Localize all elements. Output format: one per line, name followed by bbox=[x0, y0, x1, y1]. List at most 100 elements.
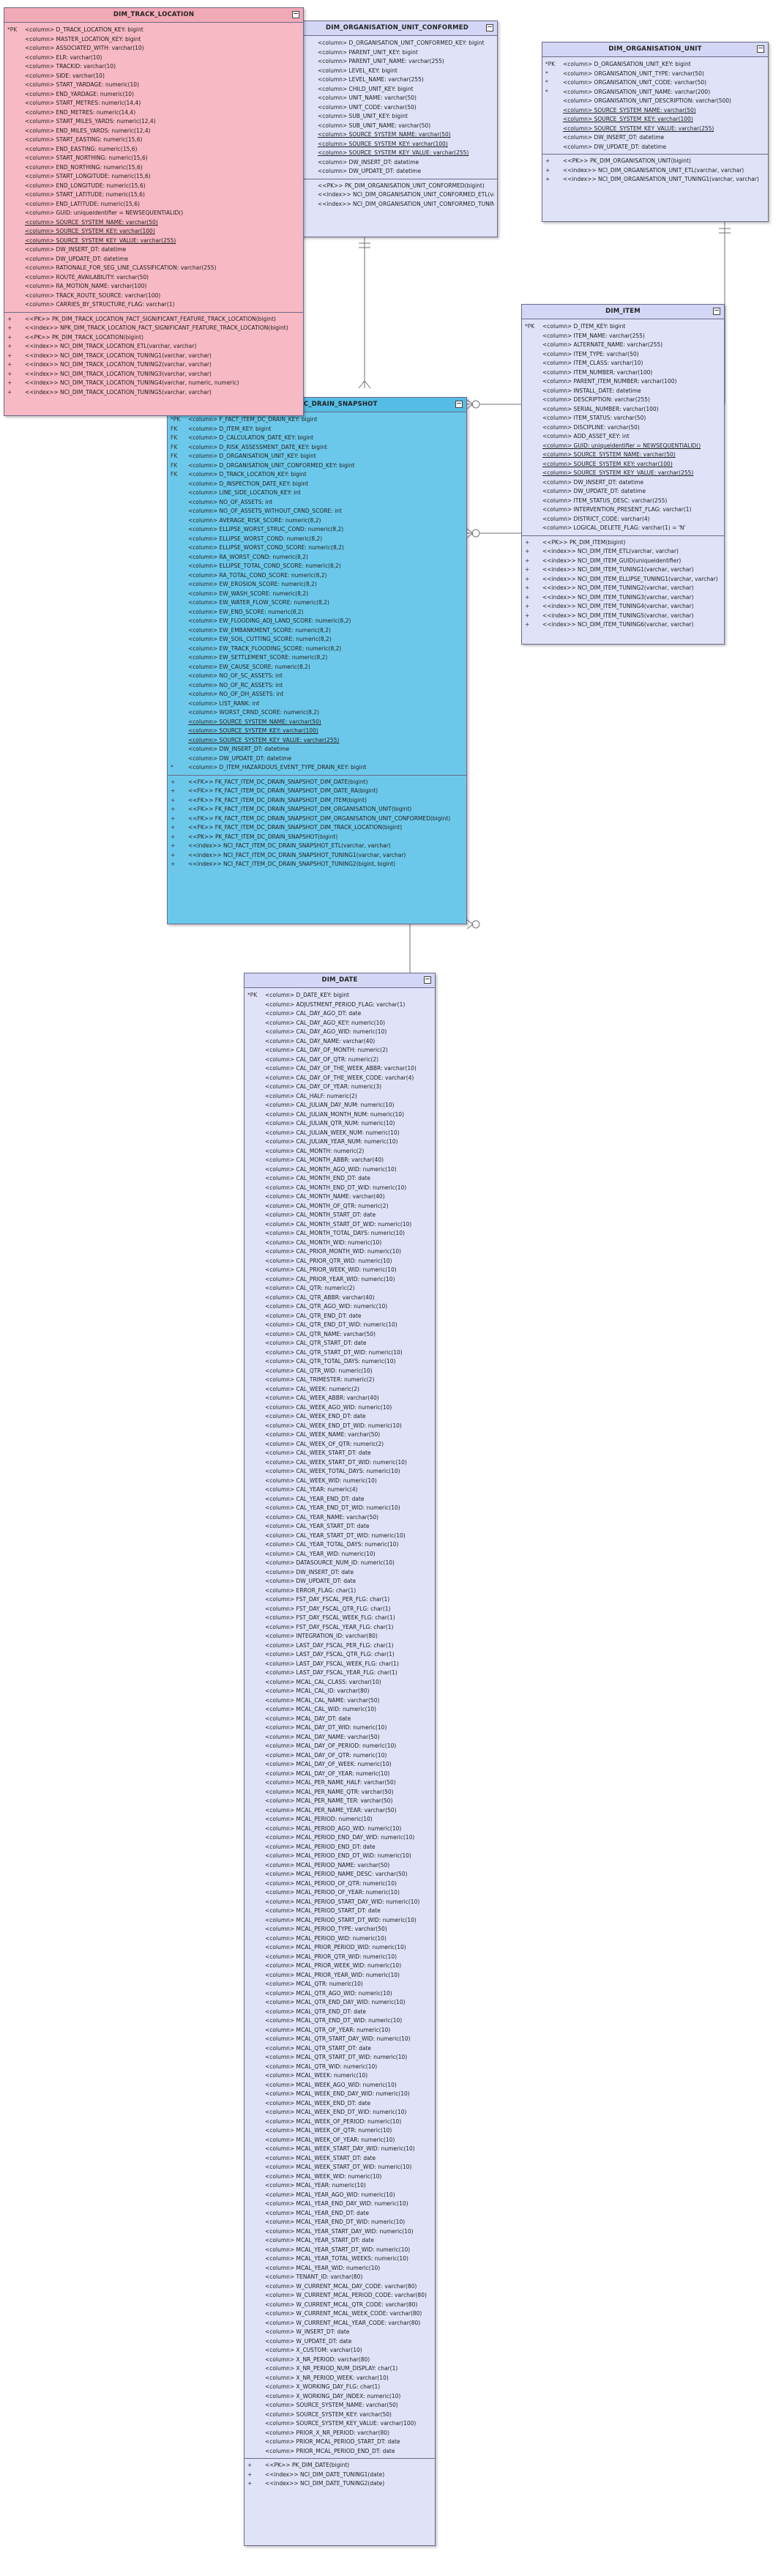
column-row[interactable]: <column> ELLIPSE_WORST_COND_SCORE: numer… bbox=[171, 543, 463, 553]
column-row[interactable]: <column> SOURCE_SYSTEM_NAME: varchar(50) bbox=[545, 106, 765, 116]
column-row[interactable]: <column> MCAL_PER_NAME_YEAR: varchar(50) bbox=[247, 1806, 432, 1816]
column-row[interactable]: <column> END_NORTHING: numeric(15,6) bbox=[7, 163, 300, 173]
column-row[interactable]: <column> CAL_WEEK_END_DT: date bbox=[247, 1412, 432, 1422]
column-row[interactable]: <column> DW_UPDATE_DT: datetime bbox=[300, 167, 494, 177]
column-row[interactable]: <column> CAL_HALF: numeric(2) bbox=[247, 1092, 432, 1102]
column-row[interactable]: <column> W_CURRENT_MCAL_DAY_CODE: varcha… bbox=[247, 2282, 432, 2292]
column-row[interactable]: <column> MCAL_WEEK_START_DT_WID: numeric… bbox=[247, 2163, 432, 2172]
column-row[interactable]: <column> MCAL_WEEK_END_DAY_WID: numeric(… bbox=[247, 2090, 432, 2099]
column-row[interactable]: <column> MCAL_WEEK_OF_PERIOD: numeric(10… bbox=[247, 2117, 432, 2127]
index-row[interactable]: +<<PK>> PK_DIM_TRACK_LOCATION(bigint) bbox=[7, 333, 300, 343]
column-row[interactable]: <column> MCAL_QTR: numeric(10) bbox=[247, 1980, 432, 1989]
column-row[interactable]: FK<column> D_ITEM_KEY: bigint bbox=[171, 425, 463, 434]
column-row[interactable]: <column> ROUTE_AVAILABILITY: varchar(50) bbox=[7, 273, 300, 283]
column-row[interactable]: <column> DISCIPLINE: varchar(50) bbox=[525, 423, 721, 433]
column-row[interactable]: <column> DW_INSERT_DT: datetime bbox=[171, 745, 463, 754]
column-row[interactable]: <column> TENANT_ID: varchar(80) bbox=[247, 2273, 432, 2282]
column-row[interactable]: <column> MCAL_PERIOD_NAME_DESC: varchar(… bbox=[247, 1870, 432, 1879]
column-row[interactable]: <column> CAL_YEAR_WID: numeric(10) bbox=[247, 1550, 432, 1559]
column-row[interactable]: <column> CAL_WEEK_ABBR: varchar(40) bbox=[247, 1394, 432, 1403]
column-row[interactable]: <column> MCAL_PERIOD_WID: numeric(10) bbox=[247, 1934, 432, 1944]
column-row[interactable]: <column> SUB_UNIT_NAME: varchar(50) bbox=[300, 122, 494, 131]
column-row[interactable]: <column> MCAL_PER_NAME_TER: varchar(50) bbox=[247, 1797, 432, 1806]
index-row[interactable]: +<<FK>> FK_FACT_ITEM_DC_DRAIN_SNAPSHOT_D… bbox=[171, 823, 463, 833]
column-row[interactable]: <column> MCAL_QTR_END_DAY_WID: numeric(1… bbox=[247, 1998, 432, 2008]
column-row[interactable]: <column> CAL_JULIAN_DAY_NUM: numeric(10) bbox=[247, 1101, 432, 1110]
index-row[interactable]: +<<index>> NCI_DIM_ORGANISATION_UNIT_CON… bbox=[300, 200, 494, 209]
column-row[interactable]: <column> NO_OF_SC_ASSETS: int bbox=[171, 672, 463, 681]
column-row[interactable]: <column> INTEGRATION_ID: varchar(80) bbox=[247, 1632, 432, 1641]
column-row[interactable]: <column> LAST_DAY_FSCAL_QTR_FLG: char(1) bbox=[247, 1650, 432, 1660]
column-row[interactable]: <column> ITEM_STATUS_DESC: varchar(255) bbox=[525, 497, 721, 506]
column-row[interactable]: <column> SOURCE_SYSTEM_KEY: varchar(100) bbox=[525, 460, 721, 469]
column-row[interactable]: <column> AVERAGE_RISK_SCORE: numeric(8,2… bbox=[171, 516, 463, 526]
table-dim-organisation-unit-conformed[interactable]: DIM_ORGANISATION_UNIT_CONFORMED <column>… bbox=[296, 21, 498, 237]
column-row[interactable]: <column> CAL_DAY_AGO_KEY: numeric(10) bbox=[247, 1019, 432, 1028]
column-row[interactable]: <column> ADJUSTMENT_PERIOD_FLAG: varchar… bbox=[247, 1001, 432, 1010]
index-row[interactable]: +<<PK>> PK_DIM_ORGANISATION_UNIT(bigint) bbox=[545, 157, 765, 166]
index-row[interactable]: +<<FK>> FK_FACT_ITEM_DC_DRAIN_SNAPSHOT_D… bbox=[171, 796, 463, 806]
column-row[interactable]: <column> EW_WASH_SCORE: numeric(8,2) bbox=[171, 590, 463, 599]
column-row[interactable]: <column> CAL_QTR_WID: numeric(10) bbox=[247, 1367, 432, 1376]
column-row[interactable]: <column> ITEM_TYPE: varchar(50) bbox=[525, 350, 721, 360]
column-row[interactable]: <column> CAL_DAY_OF_THE_WEEK_CODE: varch… bbox=[247, 1074, 432, 1083]
column-row[interactable]: <column> TRACKID: varchar(10) bbox=[7, 62, 300, 72]
column-row[interactable]: <column> ELLIPSE_WORST_STRUC_COND: numer… bbox=[171, 525, 463, 535]
index-row[interactable]: +<<index>> NCI_DIM_ORGANISATION_UNIT_ETL… bbox=[545, 166, 765, 176]
column-row[interactable]: <column> CAL_WEEK_TOTAL_DAYS: numeric(10… bbox=[247, 1467, 432, 1477]
column-row[interactable]: <column> END_EASTING: numeric(15,6) bbox=[7, 145, 300, 155]
column-row[interactable]: <column> LAST_DAY_FSCAL_PER_FLG: char(1) bbox=[247, 1641, 432, 1651]
column-row[interactable]: <column> ADD_ASSET_KEY: int bbox=[525, 432, 721, 442]
column-row[interactable]: <column> EW_TRACK_FLOODING_SCORE: numeri… bbox=[171, 645, 463, 654]
column-row[interactable]: <column> ALTERNATE_NAME: varchar(255) bbox=[525, 341, 721, 350]
column-row[interactable]: <column> MCAL_PERIOD_TYPE: varchar(50) bbox=[247, 1925, 432, 1934]
column-row[interactable]: <column> SOURCE_SYSTEM_NAME: varchar(50) bbox=[247, 2401, 432, 2410]
column-row[interactable]: <column> UNIT_CODE: varchar(50) bbox=[300, 103, 494, 113]
column-row[interactable]: <column> CAL_JULIAN_WEEK_NUM: numeric(10… bbox=[247, 1129, 432, 1138]
column-row[interactable]: <column> CAL_JULIAN_QTR_NUM: numeric(10) bbox=[247, 1119, 432, 1129]
column-row[interactable]: <column> MCAL_WEEK_WID: numeric(10) bbox=[247, 2172, 432, 2182]
column-row[interactable]: <column> EW_END_SCORE: numeric(8,2) bbox=[171, 608, 463, 617]
column-row[interactable]: <column> EW_SOIL_CUTTING_SCORE: numeric(… bbox=[171, 635, 463, 645]
column-row[interactable]: <column> SOURCE_SYSTEM_KEY_VALUE: varcha… bbox=[525, 469, 721, 478]
column-row[interactable]: <column> MCAL_QTR_END_DT_WID: numeric(10… bbox=[247, 2016, 432, 2026]
column-row[interactable]: <column> MCAL_PRIOR_WEEK_WID: numeric(10… bbox=[247, 1961, 432, 1971]
column-row[interactable]: <column> CAL_MONTH_NAME: varchar(40) bbox=[247, 1192, 432, 1202]
column-row[interactable]: <column> CAL_YEAR_TOTAL_DAYS: numeric(10… bbox=[247, 1540, 432, 1550]
table-dim-item[interactable]: DIM_ITEM *PK<column> D_ITEM_KEY: bigint<… bbox=[521, 304, 725, 645]
index-row[interactable]: +<<index>> NCI_DIM_TRACK_LOCATION_TUNING… bbox=[7, 352, 300, 361]
column-row[interactable]: <column> SOURCE_SYSTEM_NAME: varchar(50) bbox=[7, 218, 300, 228]
column-row[interactable]: <column> CAL_MONTH_END_DT_WID: numeric(1… bbox=[247, 1184, 432, 1193]
index-row[interactable]: +<<index>> NCI_DIM_ITEM_ELLIPSE_TUNING1(… bbox=[525, 575, 721, 584]
column-row[interactable]: <column> SERIAL_NUMBER: varchar(100) bbox=[525, 405, 721, 415]
column-row[interactable]: <column> CAL_DAY_OF_MONTH: numeric(2) bbox=[247, 1046, 432, 1055]
column-row[interactable]: <column> CARRIES_BY_STRUCTURE_FLAG: varc… bbox=[7, 300, 300, 310]
column-row[interactable]: <column> RATIONALE_FOR_SEG_LINE_CLASSIFI… bbox=[7, 264, 300, 273]
index-row[interactable]: +<<index>> NCI_FACT_ITEM_DC_DRAIN_SNAPSH… bbox=[171, 860, 463, 869]
column-row[interactable]: <column> MCAL_PER_NAME_QTR: varchar(50) bbox=[247, 1788, 432, 1797]
column-row[interactable]: <column> MCAL_PERIOD_END_DT: date bbox=[247, 1843, 432, 1852]
column-row[interactable]: <column> W_CURRENT_MCAL_QTR_CODE: varcha… bbox=[247, 2301, 432, 2310]
column-row[interactable]: <column> CAL_YEAR_START_DT: date bbox=[247, 1522, 432, 1532]
column-row[interactable]: <column> MCAL_QTR_AGO_WID: numeric(10) bbox=[247, 1989, 432, 1999]
column-row[interactable]: <column> ITEM_NUMBER: varchar(100) bbox=[525, 368, 721, 378]
column-row[interactable]: <column> ITEM_CLASS: varchar(10) bbox=[525, 359, 721, 368]
column-row[interactable]: FK<column> D_TRACK_LOCATION_KEY: bigint bbox=[171, 470, 463, 480]
column-row[interactable]: <column> DW_UPDATE_DT: datetime bbox=[7, 255, 300, 264]
column-row[interactable]: <column> EW_CAUSE_SCORE: numeric(8,2) bbox=[171, 663, 463, 672]
column-row[interactable]: <column> DW_INSERT_DT: datetime bbox=[545, 133, 765, 143]
index-row[interactable]: +<<index>> NCI_DIM_ITEM_TUNING6(varchar,… bbox=[525, 620, 721, 630]
column-row[interactable]: <column> CHILD_UNIT_KEY: bigint bbox=[300, 85, 494, 94]
index-row[interactable]: +<<index>> NCI_DIM_ITEM_TUNING4(varchar,… bbox=[525, 602, 721, 612]
index-row[interactable]: +<<index>> NCI_DIM_TRACK_LOCATION_TUNING… bbox=[7, 379, 300, 388]
index-row[interactable]: +<<index>> NCI_DIM_TRACK_LOCATION_TUNING… bbox=[7, 370, 300, 379]
column-row[interactable]: <column> CAL_WEEK_AGO_WID: numeric(10) bbox=[247, 1403, 432, 1413]
column-row[interactable]: *PK<column> F_FACT_ITEM_DC_DRAIN_KEY: bi… bbox=[171, 415, 463, 425]
column-row[interactable]: <column> CAL_MONTH_END_DT: date bbox=[247, 1174, 432, 1184]
column-row[interactable]: <column> START_LATITUDE: numeric(15,6) bbox=[7, 190, 300, 200]
column-row[interactable]: <column> SOURCE_SYSTEM_KEY_VALUE: varcha… bbox=[300, 149, 494, 158]
column-row[interactable]: <column> X_NR_PERIOD: varchar(80) bbox=[247, 2356, 432, 2365]
column-row[interactable]: <column> LEVEL_NAME: varchar(255) bbox=[300, 75, 494, 85]
index-row[interactable]: +<<index>> NCI_DIM_TRACK_LOCATION_TUNING… bbox=[7, 360, 300, 370]
column-row[interactable]: <column> CAL_QTR_END_DT_WID: numeric(10) bbox=[247, 1321, 432, 1330]
